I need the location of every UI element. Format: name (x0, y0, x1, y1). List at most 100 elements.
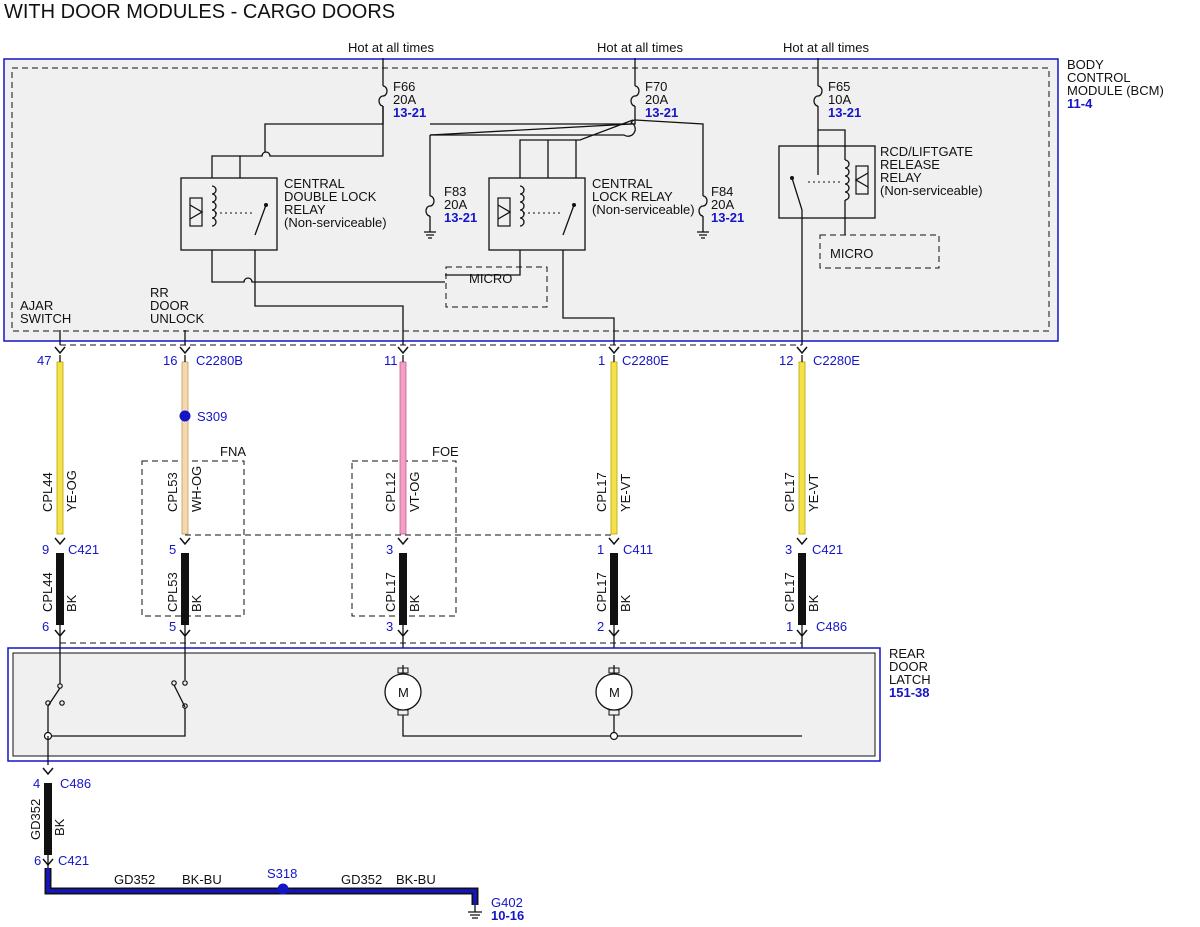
latch-label: REAR DOOR LATCH 151-38 (889, 646, 931, 700)
circuit-2-top-conn: C2280B (196, 353, 243, 368)
fuse-f70-amps: 20A (645, 92, 668, 107)
circuit-5-top-conn: C2280E (813, 353, 860, 368)
relay1-label-line-3: RELAY (284, 202, 326, 217)
micro-label-2: MICRO (830, 246, 873, 261)
option-box-fna (141, 460, 245, 617)
fuse-f83-amps: 20A (444, 197, 467, 212)
option-label-fna: FNA (220, 444, 246, 459)
option-label-foe: FOE (432, 444, 459, 459)
fuse-f66-ref: 13-21 (393, 105, 426, 120)
bcm-internal-wiring (59, 106, 846, 345)
circuit-3-l-color: BK (407, 594, 422, 612)
circuit-2-mid-pin: 5 (169, 542, 176, 557)
ground-wire-label: GD352 (28, 799, 43, 840)
relay2-label-line-2: LOCK RELAY (592, 189, 673, 204)
circuit-1-mid-pin: 9 (42, 542, 49, 557)
circuit-5-s-color: YE-VT (806, 474, 821, 512)
relay1-label-line-2: DOUBLE LOCK (284, 189, 377, 204)
circuit-3: 11 CPL12 VT-OG 3 CPL17 BK 3 (383, 346, 422, 665)
circuit-2-s-wire: CPL53 (165, 472, 180, 512)
bcm-page-ref: 11-4 (1067, 96, 1093, 111)
motor-2-label: M (609, 685, 620, 700)
input-ajar-line-2: SWITCH (20, 311, 71, 326)
fuse-f65-ref: 13-21 (828, 105, 861, 120)
input-rr-line-1: RR (150, 285, 169, 300)
circuit-4-top-conn: C2280E (622, 353, 669, 368)
circuit-4-mid-pin: 1 (597, 542, 604, 557)
fuse-f84-amps: 20A (711, 197, 734, 212)
latch-label-line-3: LATCH (889, 672, 931, 687)
micro-label-1: MICRO (469, 271, 512, 286)
bcm-label: BODY CONTROL MODULE (BCM) 11-4 (1067, 57, 1164, 111)
circuit-2-l-wire: CPL53 (165, 572, 180, 612)
circuit-5-bot-pin: 1 (786, 619, 793, 634)
circuit-4-top-pin: 1 (598, 353, 605, 368)
circuit-5-s-wire: CPL17 (782, 472, 797, 512)
latch-module-inner (12, 652, 876, 757)
circuit-1-l-color: BK (64, 594, 79, 612)
circuit-5-bot-conn: C486 (816, 619, 847, 634)
micro-box-2 (819, 234, 940, 269)
relay3-label-line-1: RCD/LIFTGATE (880, 144, 973, 159)
circuit-3-s-wire: CPL12 (383, 472, 398, 512)
ground-g402-ref: 10-16 (491, 908, 524, 923)
ground-h-wire-2: GD352 (341, 872, 382, 887)
bcm-label-line-1: BODY (1067, 57, 1104, 72)
circuit-4-l-wire: CPL17 (594, 572, 609, 612)
circuit-4-bot-pin: 2 (597, 619, 604, 634)
rcd-liftgate-release-relay: RCD/LIFTGATE RELEASE RELAY (Non-servicea… (778, 144, 983, 219)
circuit-1-bot-pin: 6 (42, 619, 49, 634)
circuit-2-top-pin: 16 (163, 353, 177, 368)
fuse-f70-symbol (630, 85, 640, 107)
ground-top-pin: 4 (33, 776, 40, 791)
fuse-f84-ref: 13-21 (711, 210, 744, 225)
circuit-2-bot-pin: 5 (169, 619, 176, 634)
circuit-5-l-wire: CPL17 (782, 572, 797, 612)
circuit-1-s-wire: CPL44 (40, 472, 55, 512)
relay2-label-line-1: CENTRAL (592, 176, 653, 191)
splice-s318-label: S318 (267, 866, 297, 881)
bcm-label-line-2: CONTROL (1067, 70, 1131, 85)
supply-label-f65: Hot at all times (783, 40, 869, 55)
input-rr-line-2: DOOR (150, 298, 189, 313)
bcm-module-box (3, 58, 1059, 342)
diagram-title: WITH DOOR MODULES - CARGO DOORS (4, 1, 395, 23)
supply-label-f66: Hot at all times (348, 40, 434, 55)
circuit-5-l-color: BK (806, 594, 821, 612)
splice-s309-label: S309 (197, 409, 227, 424)
fuse-f65-amps: 10A (828, 92, 851, 107)
circuit-5-top-pin: 12 (779, 353, 793, 368)
circuit-2-l-color: BK (189, 594, 204, 612)
fuse-f65-name: F65 (828, 79, 850, 94)
circuit-4-l-color: BK (618, 594, 633, 612)
circuit-3-bot-pin: 3 (386, 619, 393, 634)
splice-s318-dot (277, 883, 289, 895)
fuse-f83-symbol (425, 195, 435, 217)
circuit-1-l-wire: CPL44 (40, 572, 55, 612)
input-ajar-line-1: AJAR (20, 298, 53, 313)
circuit-4-s-color: YE-VT (618, 474, 633, 512)
central-double-lock-relay: CENTRAL DOUBLE LOCK RELAY (Non-serviceab… (180, 176, 387, 251)
fuse-f66-amps: 20A (393, 92, 416, 107)
relay2-label-line-3: (Non-serviceable) (592, 202, 695, 217)
circuit-4: 1 C2280E CPL17 YE-VT 1 C411 CPL17 BK 2 (594, 346, 669, 665)
ground-circuit (42, 767, 482, 919)
latch-internal-wiring (43, 643, 802, 765)
circuit-1-s-color: YE-OG (64, 470, 79, 512)
fuse-f70-name: F70 (645, 79, 667, 94)
circuit-1-mid-conn: C421 (68, 542, 99, 557)
fuse-f83-ref: 13-21 (444, 210, 477, 225)
latch-label-line-1: REAR (889, 646, 925, 661)
fuse-f83-name: F83 (444, 184, 466, 199)
circuit-1-top-pin: 47 (37, 353, 51, 368)
relay3-label-line-2: RELEASE (880, 157, 940, 172)
motor-1-label: M (398, 685, 409, 700)
ground-top-conn: C486 (60, 776, 91, 791)
fuse-f66-name: F66 (393, 79, 415, 94)
relay1-label-line-4: (Non-serviceable) (284, 215, 387, 230)
splice-s309-dot (179, 410, 191, 422)
circuit-5-mid-pin: 3 (785, 542, 792, 557)
circuit-1: 47 CPL44 YE-OG 9 C421 CPL44 BK 6 (37, 346, 99, 643)
relay3-label-line-4: (Non-serviceable) (880, 183, 983, 198)
